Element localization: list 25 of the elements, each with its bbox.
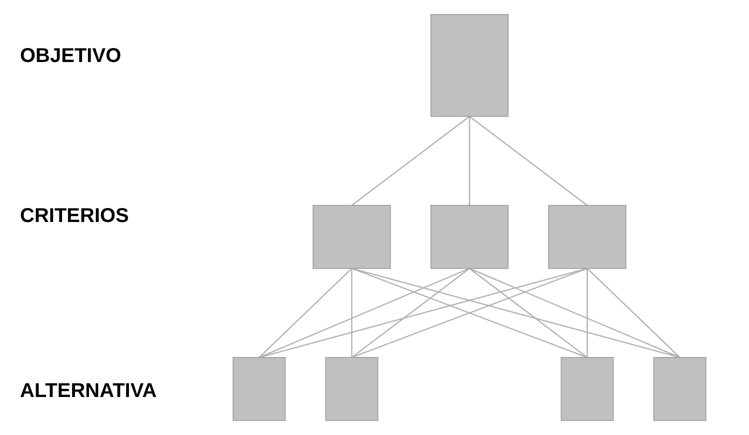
node-box xyxy=(430,204,509,269)
connector xyxy=(469,268,588,358)
node-box xyxy=(430,14,509,117)
connector xyxy=(469,268,680,358)
connector xyxy=(351,268,352,358)
connector xyxy=(258,268,352,358)
connector xyxy=(259,268,588,358)
connector xyxy=(586,268,680,358)
node-box xyxy=(312,204,391,269)
connector xyxy=(586,268,588,358)
node-box xyxy=(325,357,378,421)
level-label: CRITERIOS xyxy=(20,205,129,228)
connector xyxy=(258,268,470,358)
level-label: ALTERNATIVA xyxy=(20,380,157,403)
connector xyxy=(351,268,470,358)
connector xyxy=(352,268,680,358)
connector xyxy=(352,268,588,358)
node-box xyxy=(232,357,286,421)
node-box xyxy=(548,204,626,269)
connector xyxy=(469,116,588,206)
connector xyxy=(351,116,470,206)
level-label: OBJETIVO xyxy=(20,45,122,68)
connector xyxy=(468,116,470,206)
node-box xyxy=(560,357,614,421)
node-box xyxy=(653,357,706,421)
